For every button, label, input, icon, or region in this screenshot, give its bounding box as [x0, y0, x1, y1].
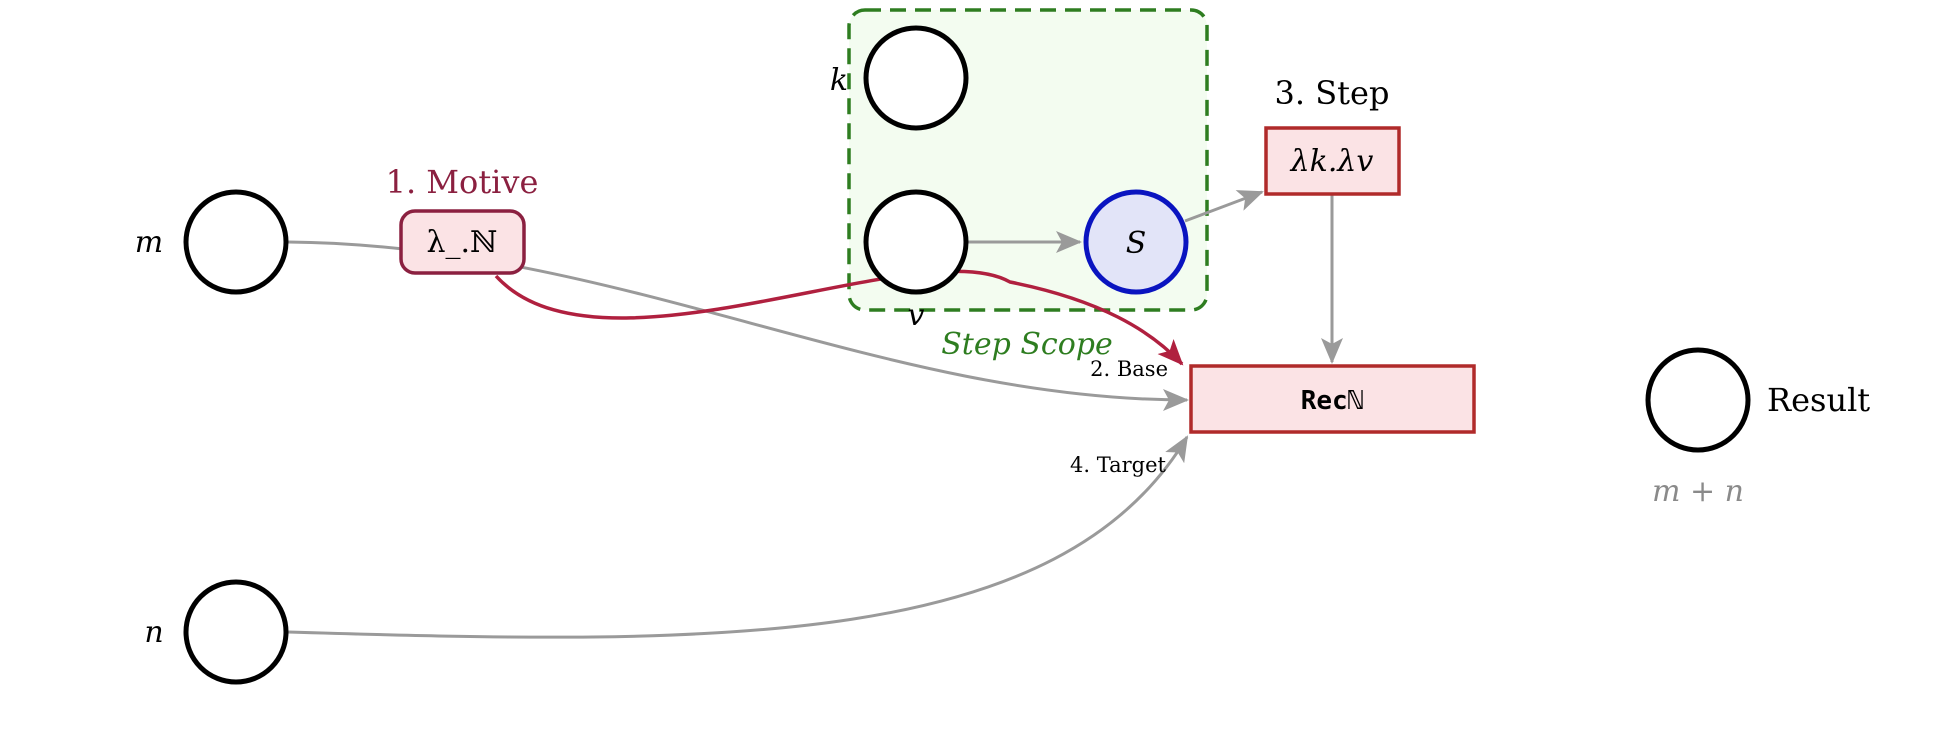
result-sublabel: m + n: [1652, 474, 1744, 509]
motive-box: [399, 209, 526, 275]
edge-label-target: 4. Target: [1070, 453, 1167, 477]
node-v-label: v: [908, 298, 925, 333]
motive-title: 1. Motive: [386, 163, 539, 201]
node-m-label: m: [135, 225, 163, 260]
node-m: [183, 189, 289, 295]
rec-content: Recℕ: [1301, 386, 1364, 416]
edge-s-to-step: [1184, 190, 1264, 223]
result-label: Result: [1767, 381, 1870, 419]
node-v: [863, 189, 969, 295]
step-content: λk.λv: [1290, 144, 1374, 179]
step-title: 3. Step: [1275, 74, 1390, 112]
node-k-label: k: [830, 63, 848, 98]
node-n: [183, 579, 289, 685]
step-scope-label: Step Scope: [941, 327, 1112, 362]
node-n-label: n: [144, 615, 163, 650]
node-s-label: S: [1126, 226, 1147, 261]
motive-content: λ_.ℕ: [427, 225, 498, 260]
edge-label-base: 2. Base: [1090, 357, 1168, 381]
edge-n-to-rec: [287, 435, 1189, 639]
node-k: [863, 25, 969, 131]
rec-box: [1189, 364, 1476, 434]
step-box: [1264, 126, 1401, 196]
node-result: [1645, 347, 1751, 453]
node-s: [1083, 189, 1189, 295]
